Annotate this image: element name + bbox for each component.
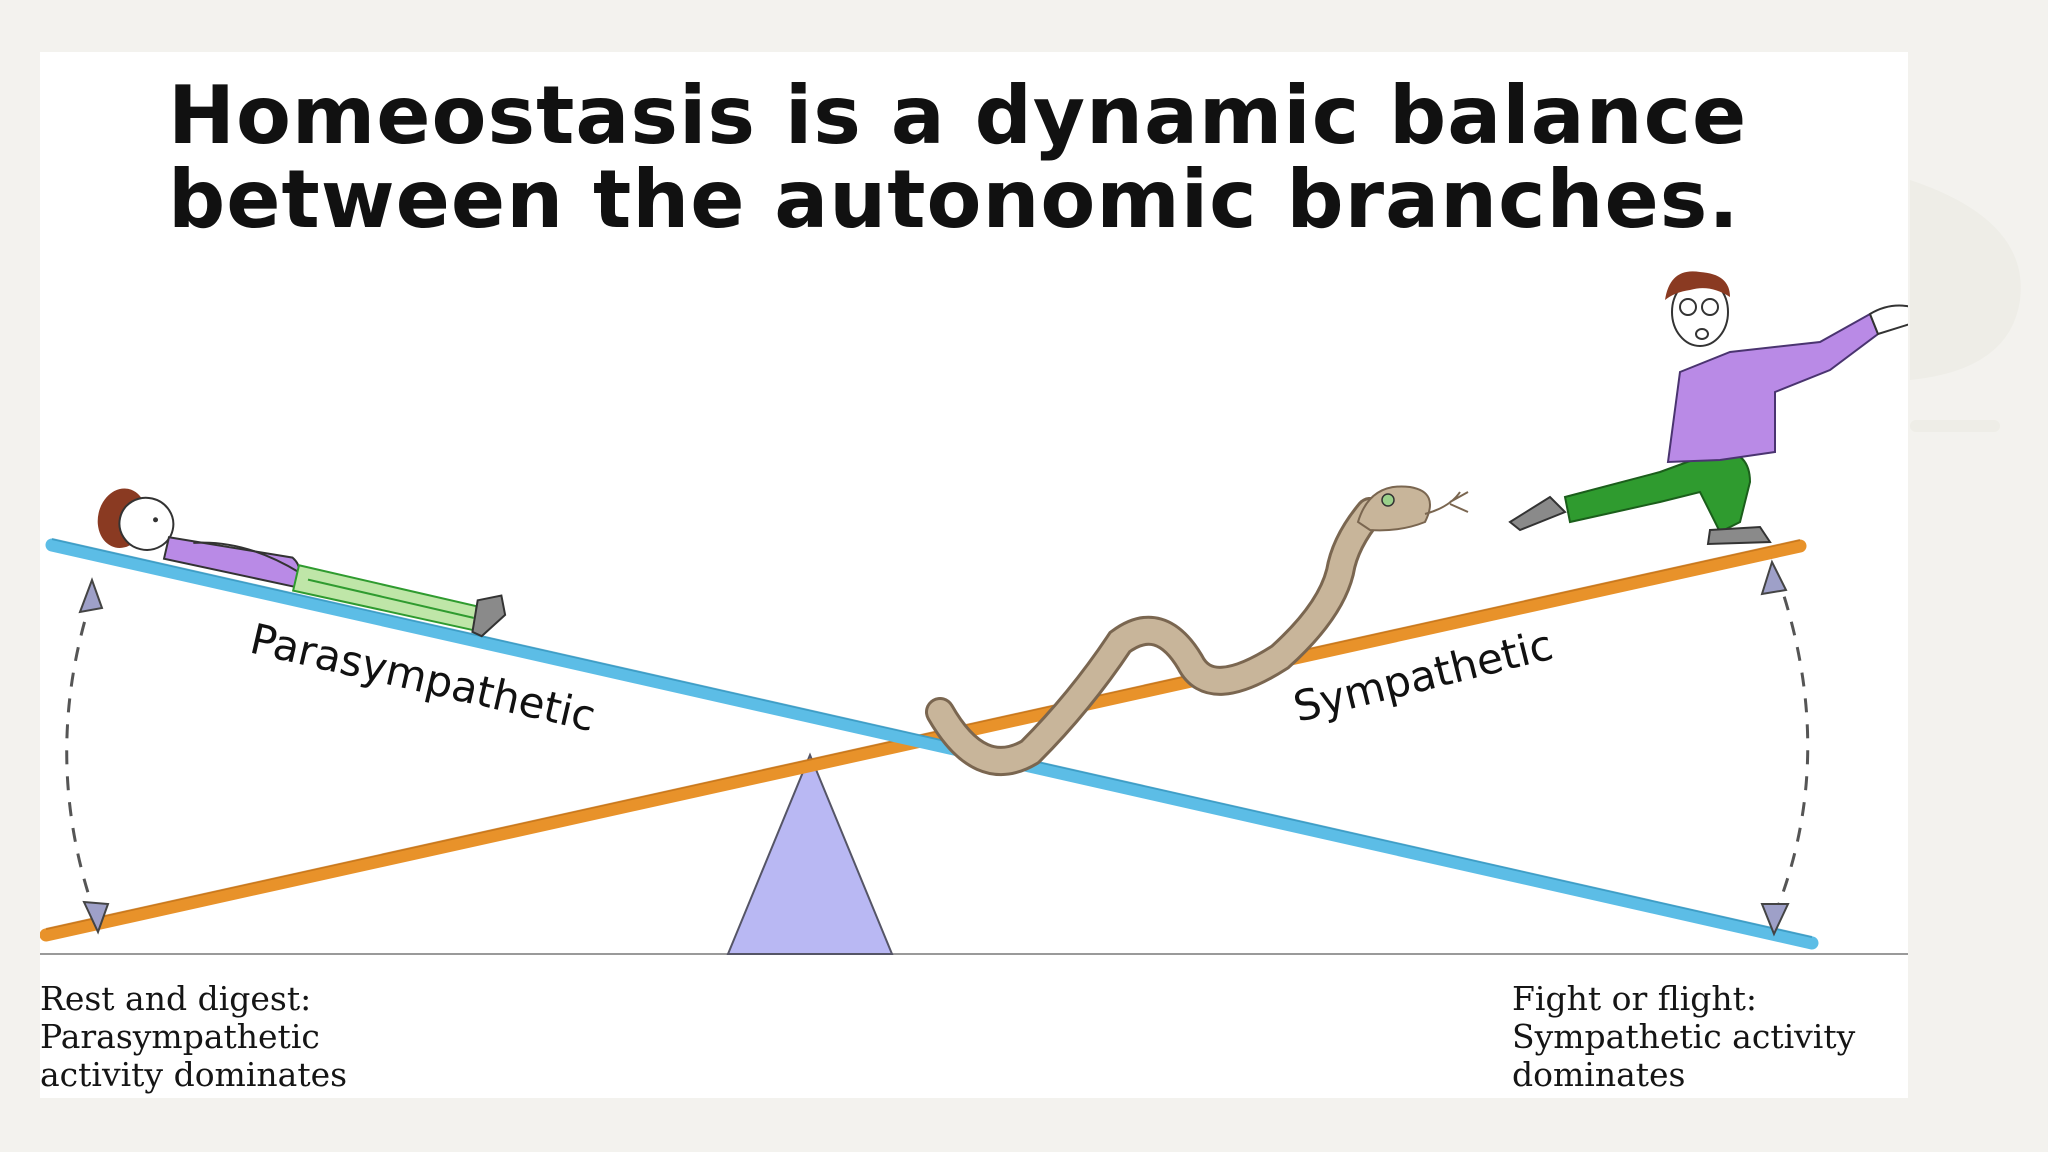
right-range-arrow bbox=[1760, 559, 1810, 937]
seesaw-diagram: Parasympathetic Sympathetic bbox=[40, 271, 1908, 955]
slide-title: Homeostasis is a dynamic balance between… bbox=[168, 69, 1748, 246]
parasympathetic-beam bbox=[45, 538, 1819, 950]
rest-and-digest-caption: Rest and digest: Parasympathetic activit… bbox=[40, 979, 348, 1094]
left-range-arrow bbox=[65, 577, 110, 935]
fleeing-person-illustration bbox=[1508, 271, 1908, 546]
snake-illustration bbox=[925, 485, 1469, 776]
fight-or-flight-caption: Fight or flight: Sympathetic activity do… bbox=[1512, 979, 1856, 1094]
resting-person-illustration bbox=[97, 488, 507, 638]
slide: Parasympathetic Sympathetic bbox=[40, 52, 1908, 1098]
sympathetic-label: Sympathetic bbox=[1289, 620, 1558, 732]
fulcrum-triangle bbox=[726, 752, 894, 955]
